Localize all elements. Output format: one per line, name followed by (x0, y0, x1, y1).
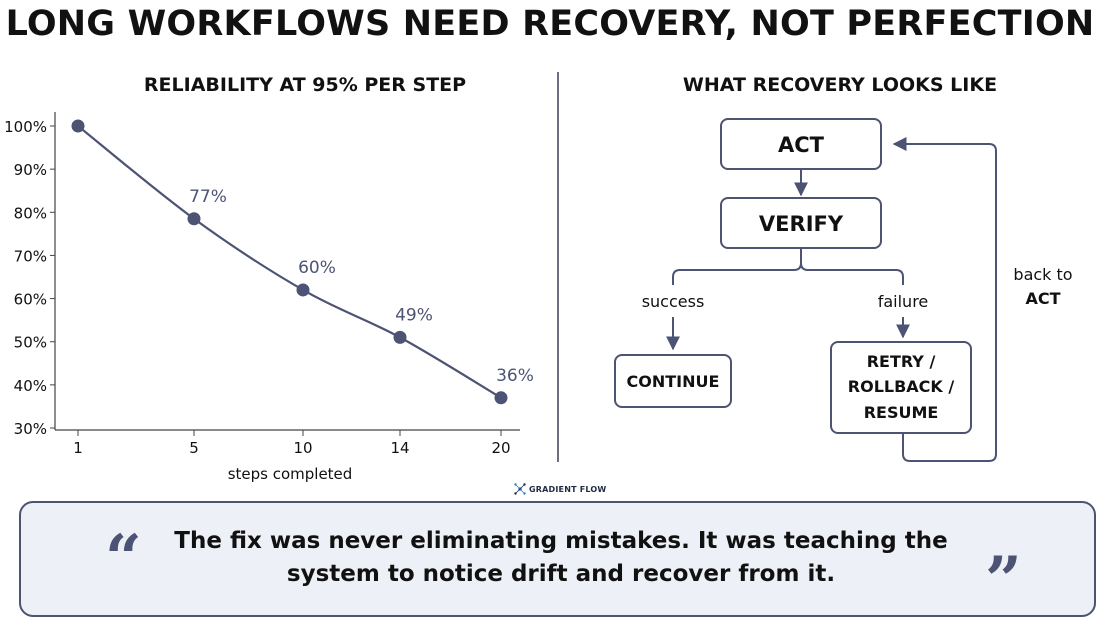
data-label: 36% (496, 366, 534, 386)
quote-box: “ The fix was never eliminating mistakes… (19, 501, 1096, 617)
data-label: 77% (189, 187, 227, 207)
data-points (71, 119, 508, 405)
x-tick-label: 10 (293, 439, 312, 457)
branch-left-line (672, 248, 802, 285)
open-quote-icon: “ (105, 521, 142, 596)
y-tick-label: 70% (14, 247, 47, 265)
continue-label: CONTINUE (627, 372, 720, 391)
retry-line-3: RESUME (864, 403, 939, 422)
x-tick-label: 20 (491, 439, 510, 457)
quote-line-2: system to notice drift and recover from … (286, 561, 836, 587)
act-box (720, 118, 882, 170)
reliability-chart: 30% 40% 50% 60% 70% 80% 90% 100% 1 5 10 14 20 77% 60… (4, 112, 534, 483)
data-labels: 77% 60% 49% 36% (189, 187, 534, 386)
x-tick-label: 14 (390, 439, 409, 457)
main-title: LONG WORKFLOWS NEED RECOVERY, NOT PERFEC… (5, 4, 1095, 44)
data-point (71, 119, 85, 133)
y-tick-label: 90% (14, 161, 47, 179)
data-point (393, 330, 407, 344)
recovery-flow: ACT VERIFY success failure CONTINUE RETR… (614, 118, 1073, 462)
act-label: ACT (778, 133, 825, 157)
back-to-label-1: back to (1013, 265, 1072, 284)
data-label: 60% (298, 258, 336, 278)
data-label: 49% (395, 305, 433, 325)
y-tick-group: 30% 40% 50% 60% 70% 80% 90% 100% (4, 118, 55, 438)
quote-text: The fix was never eliminating mistakes. … (171, 525, 951, 591)
data-point (494, 391, 508, 405)
retry-line-2: ROLLBACK / (848, 377, 955, 396)
verify-label: VERIFY (759, 212, 844, 236)
retry-line-1: RETRY / (867, 352, 936, 371)
x-tick-label: 5 (189, 439, 199, 457)
series-line (77, 125, 502, 399)
y-tick-label: 50% (14, 334, 47, 352)
x-axis-label: steps completed (228, 465, 353, 483)
data-point (187, 212, 201, 226)
close-quote-icon: ” (985, 543, 1022, 618)
data-point (296, 283, 310, 297)
success-label: success (642, 292, 705, 311)
y-tick-label: 80% (14, 204, 47, 222)
panel-divider (557, 72, 559, 462)
logo-icon (514, 483, 526, 495)
y-tick-label: 100% (4, 118, 47, 136)
quote-line-1: The fix was never eliminating mistakes. … (174, 528, 948, 554)
y-tick-label: 30% (14, 420, 47, 438)
y-tick-label: 40% (14, 377, 47, 395)
logo-text: GRADIENT FLOW (529, 484, 607, 494)
x-tick-label: 1 (73, 439, 83, 457)
gradient-flow-logo: GRADIENT FLOW (514, 482, 606, 496)
retry-box (830, 341, 972, 434)
flow-heading: WHAT RECOVERY LOOKS LIKE (682, 74, 998, 96)
y-tick-label: 60% (14, 291, 47, 309)
branch-right-line (800, 262, 904, 285)
continue-box (614, 354, 732, 408)
chart-heading: RELIABILITY AT 95% PER STEP (143, 74, 467, 96)
failure-label: failure (878, 292, 929, 311)
x-tick-group: 1 5 10 14 20 (73, 430, 511, 457)
loop-back-arrow (892, 137, 997, 462)
back-to-label-2: ACT (1025, 289, 1060, 308)
